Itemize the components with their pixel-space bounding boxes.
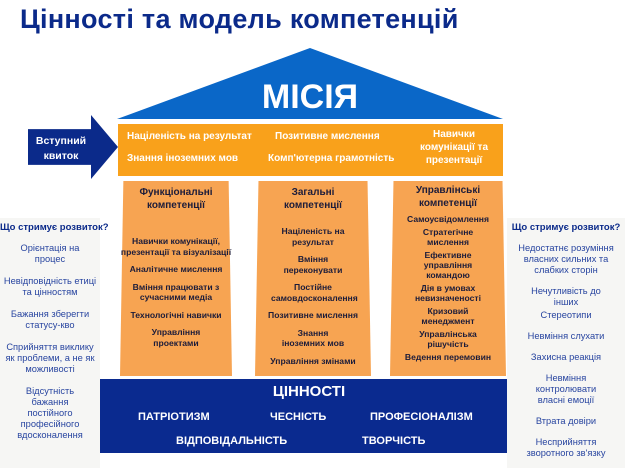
column-title: Функціональні компетенції bbox=[139, 187, 213, 211]
column-item: Самоусвідомлення bbox=[407, 214, 489, 224]
band-item: Позитивне мислення bbox=[275, 131, 380, 142]
column-managerial bbox=[390, 181, 506, 376]
right-obstacles-panel: Що стримує розвиток? Недостатнє розумінн… bbox=[507, 218, 625, 468]
band-item: Комп'ютерна грамотність bbox=[268, 153, 395, 164]
obstacle-item: Втрата довіри bbox=[535, 416, 597, 426]
value-item: ПАТРІОТИЗМ bbox=[138, 411, 210, 423]
obstacle-item: Недостатнє розуміння власних сильних та … bbox=[518, 243, 614, 275]
column-item: Ведення перемовин bbox=[404, 352, 492, 362]
obstacle-item: Орієнтація на процес bbox=[20, 243, 80, 264]
obstacle-item: Відсутність бажання постійного професійн… bbox=[17, 386, 83, 440]
obstacle-item: Нечутливість до інших bbox=[531, 286, 601, 307]
column-item: Управління змінами bbox=[270, 355, 356, 366]
column-managerial-content: Управлінські компетенції Самоусвідомленн… bbox=[390, 181, 506, 376]
column-functional bbox=[120, 181, 232, 376]
column-item: Технологічні навички bbox=[130, 309, 222, 320]
value-item: ВІДПОВІДАЛЬНІСТЬ bbox=[176, 435, 288, 447]
left-obstacles-panel: Що стримує розвиток? Орієнтація на проце… bbox=[0, 218, 109, 468]
mission-label: МІСІЯ bbox=[261, 78, 359, 116]
column-item: Націленість на результат bbox=[281, 226, 345, 247]
value-item: ТВОРЧІСТЬ bbox=[362, 435, 426, 447]
column-item: Постійне самовдосконалення bbox=[271, 282, 358, 303]
obstacle-item: Стереотипи bbox=[540, 310, 592, 320]
entry-skills-band: Націленість на результат Знання іноземни… bbox=[118, 124, 503, 176]
page-title: Цінності та модель компетенцій bbox=[20, 4, 459, 34]
panel-title: Що стримує розвиток? bbox=[511, 222, 621, 233]
column-item: Аналітичне мислення bbox=[129, 264, 223, 274]
column-item: Вміння переконувати bbox=[283, 254, 343, 275]
obstacle-item: Невміння слухати bbox=[527, 331, 605, 341]
column-item: Управління проектами bbox=[151, 327, 201, 348]
obstacle-item: Захисна реакція bbox=[530, 352, 602, 362]
values-title: ЦІННОСТІ bbox=[272, 383, 346, 400]
obstacle-item: Невідповідність етиці та цінностям bbox=[3, 276, 97, 297]
column-item: Ефективне управління командою bbox=[423, 250, 473, 280]
column-title: Управлінські компетенції bbox=[415, 185, 481, 209]
column-general bbox=[255, 181, 371, 376]
panel-title: Що стримує розвиток? bbox=[0, 222, 109, 233]
value-item: ЧЕСНІСТЬ bbox=[270, 411, 327, 423]
column-item: Навички комунікації, презентації та візу… bbox=[120, 236, 232, 257]
obstacle-item: Сприйняття виклику як проблеми, а не як … bbox=[5, 342, 95, 374]
column-functional-content: Функціональні компетенції Навички комуні… bbox=[120, 181, 232, 376]
column-item: Знання іноземних мов bbox=[281, 327, 345, 349]
column-item: Стратегічне мислення bbox=[422, 227, 474, 247]
entry-ticket-label: Вступний квиток bbox=[35, 135, 87, 162]
band-item: Знання іноземних мов bbox=[127, 153, 239, 164]
column-title: Загальні компетенції bbox=[284, 187, 342, 211]
obstacle-item: Бажання зберегти статусу-кво bbox=[10, 309, 90, 330]
values-foundation: ЦІННОСТІ ПАТРІОТИЗМ ЧЕСНІСТЬ ПРОФЕСІОНАЛ… bbox=[98, 379, 520, 453]
column-item: Кризовий менеджмент bbox=[421, 306, 475, 326]
column-item: Позитивне мислення bbox=[268, 310, 358, 320]
value-item: ПРОФЕСІОНАЛІЗМ bbox=[370, 411, 473, 423]
column-general-content: Загальні компетенції Націленість на резу… bbox=[255, 181, 371, 376]
column-item: Дія в умовах невизначеності bbox=[414, 283, 482, 303]
column-item: Вміння працювати з сучасними медіа bbox=[132, 281, 220, 303]
obstacle-item: Несприйняття зворотного зв'язку bbox=[526, 437, 606, 458]
band-item: Навички комунікації та презентації bbox=[419, 129, 489, 166]
column-item: Управлінська рішучість bbox=[419, 329, 477, 349]
obstacle-item: Невміння контролювати власні емоції bbox=[535, 373, 597, 405]
band-item: Націленість на результат bbox=[127, 131, 252, 142]
